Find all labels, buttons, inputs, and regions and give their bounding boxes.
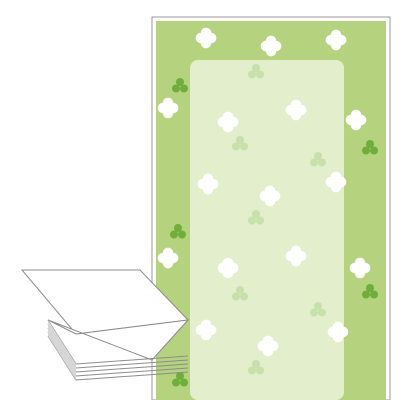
memo-pad-stack [20, 269, 190, 381]
memo-sheet [151, 16, 391, 400]
sheet-inner-panel [190, 60, 344, 400]
stack-side-shadow [48, 320, 76, 380]
stack-fold-flap [47, 319, 190, 361]
